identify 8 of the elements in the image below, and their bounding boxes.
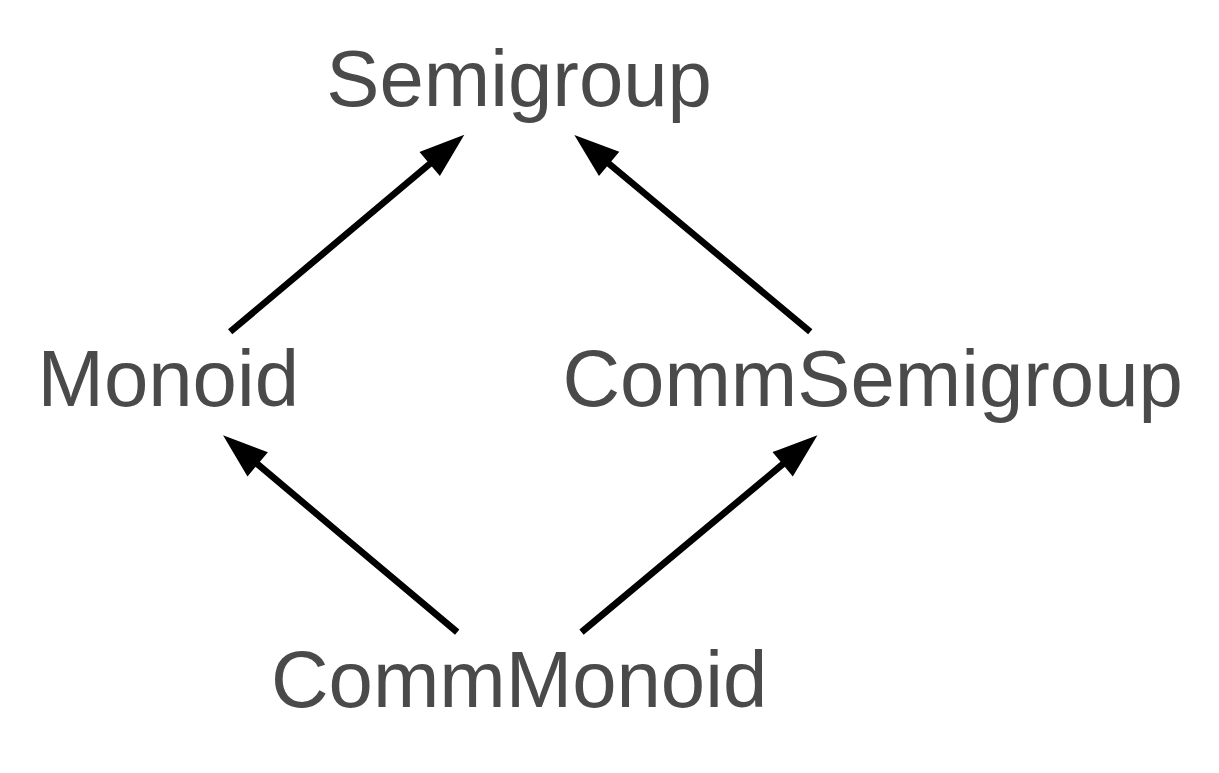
node-text: CommSemigroup xyxy=(562,334,1183,424)
node-text: Monoid xyxy=(37,334,299,424)
arrow xyxy=(579,435,818,635)
node-text: Semigroup xyxy=(326,34,712,124)
arrow xyxy=(223,435,460,635)
node-text: CommMonoid xyxy=(270,634,768,724)
arrow xyxy=(574,134,813,335)
arrow xyxy=(228,134,465,335)
